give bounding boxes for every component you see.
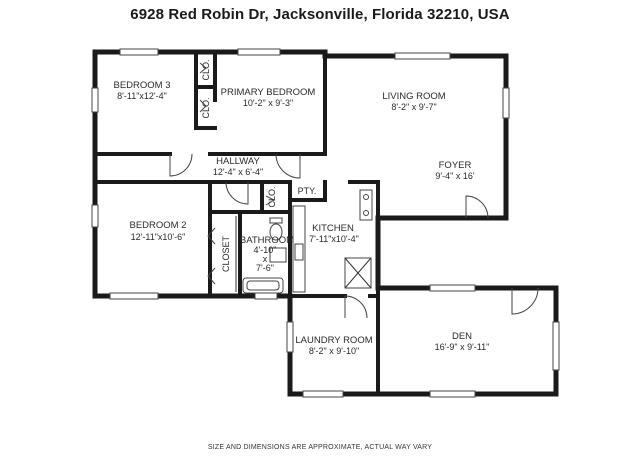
room-dim-laundry-room: 8'-2" x 9'-10" <box>309 346 359 356</box>
room-name-laundry-room: LAUNDRY ROOM <box>295 335 372 346</box>
door-clo-a <box>199 62 207 74</box>
room-labels: BEDROOM 3 8'-11"x12'-4" PRIMARY BEDROOM … <box>113 59 489 356</box>
window <box>552 321 560 371</box>
room-dim-foyer: 9'-4" x 16' <box>435 171 474 181</box>
page-title: 6928 Red Robin Dr, Jacksonville, Florida… <box>130 6 510 23</box>
room-dim-bathroom-2: x <box>263 254 268 264</box>
toilet <box>269 223 283 241</box>
door-primary <box>275 153 301 179</box>
room-dim-bedroom-3: 8'-11"x12'-4" <box>117 91 167 101</box>
room-dim-primary-bedroom: 10'-2" x 9'-3" <box>243 98 293 108</box>
room-name-living-room: LIVING ROOM <box>382 91 445 102</box>
toilet-tank <box>269 217 283 224</box>
room-dim-den: 16'-9" x 9'-11" <box>435 342 490 352</box>
room-name-hallway: HALLWAY <box>216 156 260 167</box>
window <box>286 321 294 353</box>
room-dim-kitchen: 7'-11"x10'-4" <box>309 234 359 244</box>
room-name-kitchen: KITCHEN <box>312 223 354 234</box>
door-laundry <box>344 295 368 319</box>
door-closet-b <box>207 267 216 285</box>
room-dim-bathroom-1: 4'-10" <box>254 245 277 255</box>
bathtub-inner <box>246 280 280 291</box>
window <box>394 52 451 60</box>
window <box>237 48 281 56</box>
window <box>254 292 278 300</box>
room-name-bedroom-2: BEDROOM 2 <box>129 220 186 231</box>
door-clo-c <box>265 195 276 206</box>
interior-walls <box>93 50 380 396</box>
door-closet-a <box>207 227 216 245</box>
kitchen-sink <box>294 243 304 261</box>
closet-label-bed2: CLOSET <box>221 235 231 272</box>
room-name-den: DEN <box>452 331 472 342</box>
window <box>91 204 99 228</box>
window <box>429 390 476 398</box>
pantry-label: PTY. <box>298 186 317 196</box>
closet-label-c: CLO. <box>267 186 277 207</box>
window <box>119 48 159 56</box>
room-name-bedroom-3: BEDROOM 3 <box>113 80 170 91</box>
room-name-primary-bedroom: PRIMARY BEDROOM <box>221 87 316 98</box>
window <box>109 292 159 300</box>
stove-burner <box>363 194 369 200</box>
room-dim-hallway: 12'-4" x 6'-4" <box>213 167 263 177</box>
door-den <box>511 287 539 315</box>
stove-burner <box>363 210 369 216</box>
window <box>429 284 476 292</box>
door-bed3 <box>169 153 193 177</box>
room-name-bathroom: BATHROOM <box>240 235 294 246</box>
window <box>91 87 99 113</box>
stove <box>359 189 373 221</box>
closet-label-a: CLO. <box>201 59 211 80</box>
bath-sink <box>269 247 287 263</box>
closet-label-b: CLO. <box>201 97 211 118</box>
window <box>302 390 344 398</box>
room-name-foyer: FOYER <box>439 160 472 171</box>
doors <box>169 62 539 319</box>
disclaimer-note: SIZE AND DIMENSIONS ARE APPROXIMATE, ACT… <box>207 444 433 451</box>
fixtures <box>235 189 373 294</box>
door-clo-b <box>199 99 207 113</box>
window <box>502 87 510 119</box>
door-bed2 <box>225 181 249 205</box>
refrigerator-x <box>344 257 372 289</box>
door-front <box>465 195 489 219</box>
room-dim-bathroom-3: 7'-6" <box>256 263 274 273</box>
room-dim-bedroom-2: 12'-11"x10'-6" <box>131 232 186 242</box>
windows <box>91 48 560 398</box>
room-dim-living-room: 8'-2" x 9'-7" <box>391 102 436 112</box>
